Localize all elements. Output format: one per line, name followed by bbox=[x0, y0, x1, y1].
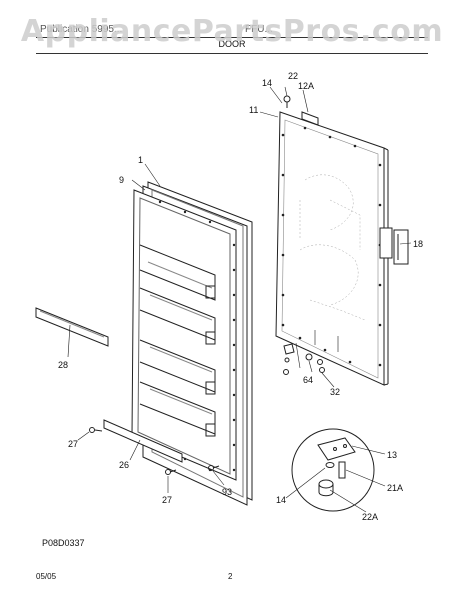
callout-22a: 22A bbox=[362, 512, 378, 522]
callout-12a: 12A bbox=[298, 81, 314, 91]
model-header: Publication 5995... bbox=[40, 24, 123, 35]
callout-28: 28 bbox=[58, 360, 68, 370]
screw-27-bottom bbox=[165, 469, 177, 475]
callout-21a: 21A bbox=[387, 483, 403, 493]
outer-door-panel bbox=[275, 111, 389, 386]
screw-27-left bbox=[89, 427, 103, 433]
bottom-trim bbox=[103, 419, 183, 463]
bottom-hinge-hardware bbox=[283, 343, 325, 375]
callout-27-bottom: 27 bbox=[162, 495, 172, 505]
callout-27-left: 27 bbox=[68, 439, 78, 449]
footer-page-number: 2 bbox=[228, 572, 233, 581]
screw-93 bbox=[208, 465, 220, 471]
callout-11: 11 bbox=[249, 105, 258, 115]
callout-9: 9 bbox=[119, 175, 124, 185]
publication-header: FFU... bbox=[245, 24, 273, 35]
shelf-bar bbox=[35, 307, 109, 347]
callout-1: 1 bbox=[138, 155, 143, 165]
callout-93: 93 bbox=[222, 487, 232, 497]
callout-13: 13 bbox=[387, 450, 397, 460]
figure-code: P08D0337 bbox=[42, 538, 85, 548]
door-handle bbox=[379, 227, 409, 265]
callout-labels: 22 14 12A 11 1 9 18 28 64 32 27 26 27 93… bbox=[58, 71, 423, 522]
callout-26: 26 bbox=[119, 460, 129, 470]
callout-18: 18 bbox=[413, 239, 423, 249]
callout-22: 22 bbox=[288, 71, 298, 81]
callout-64: 64 bbox=[303, 375, 313, 385]
header-rule-top bbox=[36, 37, 428, 38]
callout-14-top: 14 bbox=[262, 78, 272, 88]
leader-lines bbox=[67, 86, 412, 513]
inner-door-liner bbox=[131, 189, 237, 481]
header-rule-bottom bbox=[36, 53, 428, 54]
hinge-detail-circle bbox=[291, 428, 375, 512]
door-shelves bbox=[139, 244, 216, 437]
section-title: DOOR bbox=[218, 39, 246, 49]
footer-date: 05/05 bbox=[36, 572, 57, 581]
callout-14-detail: 14 bbox=[276, 495, 286, 505]
callout-32: 32 bbox=[330, 387, 340, 397]
